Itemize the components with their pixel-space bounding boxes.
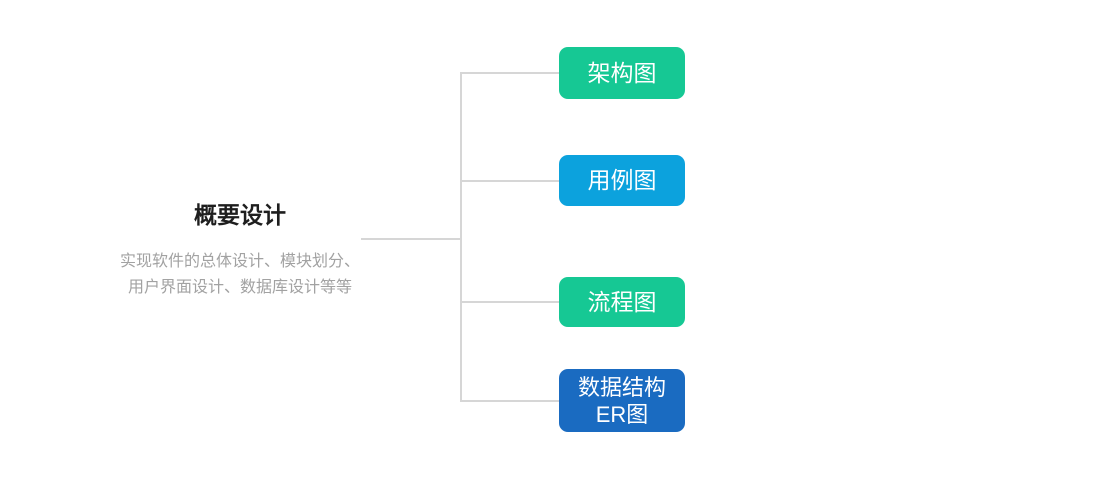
node-label: 数据结构 ER图 [577,374,666,427]
root-node-title: 概要设计 [194,202,286,228]
root-node-description: 实现软件的总体设计、模块划分、 用户界面设计、数据库设计等等 [119,253,360,296]
connector-branch-3 [460,301,564,303]
node-flow-chart[interactable]: 流程图 [559,277,685,327]
connector-branch-4 [460,400,564,402]
connector-branch-1 [460,72,564,74]
node-use-case-diagram[interactable]: 用例图 [559,155,685,206]
connector-trunk-line [460,72,462,402]
node-label: 用例图 [587,167,657,193]
node-architecture-diagram[interactable]: 架构图 [559,47,685,99]
root-node[interactable]: 概要设计 实现软件的总体设计、模块划分、 用户界面设计、数据库设计等等 [108,202,372,301]
node-data-structure-er-diagram[interactable]: 数据结构 ER图 [559,369,685,432]
connector-root-line [361,238,461,240]
node-label: 架构图 [587,59,657,86]
connector-branch-2 [460,180,564,182]
node-label: 流程图 [587,288,657,315]
